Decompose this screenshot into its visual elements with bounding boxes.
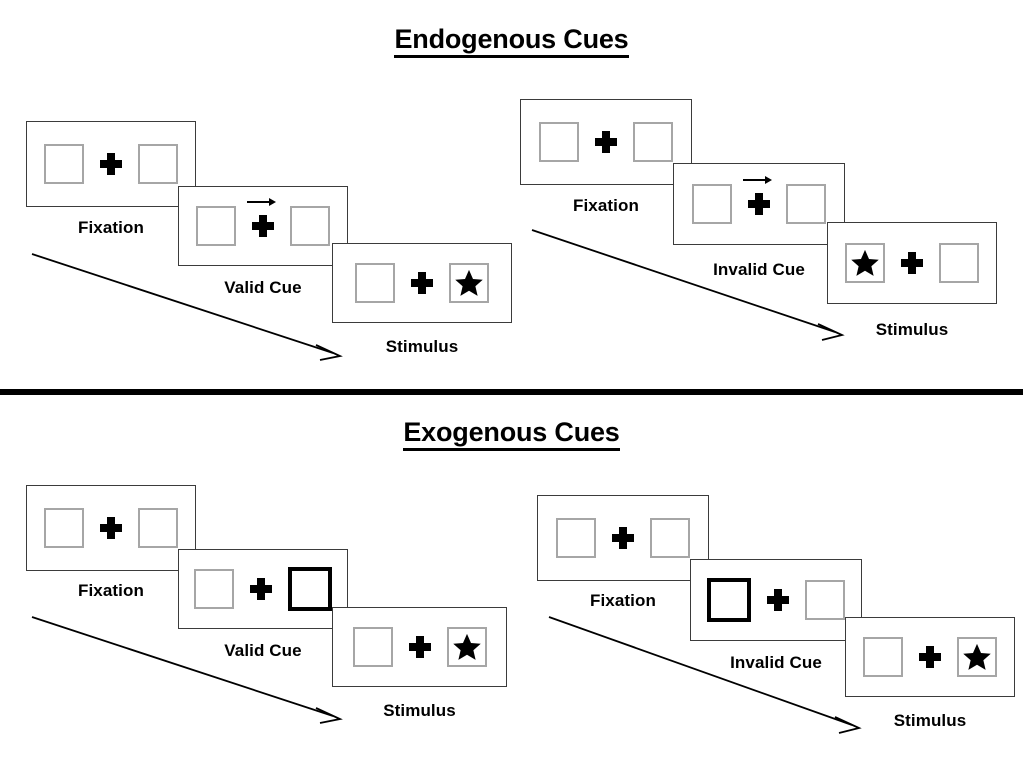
section-title-text: Exogenous Cues [403, 417, 620, 451]
stim-box-left [196, 206, 236, 246]
plus-icon [748, 193, 770, 215]
stim-box-right [138, 508, 178, 548]
stim-box-right [290, 206, 330, 246]
plus-icon [100, 153, 122, 175]
panel-exogenous-invalid-fixation [537, 495, 709, 581]
panel-exogenous-invalid-stimulus [845, 617, 1015, 697]
plus-icon [767, 589, 789, 611]
panel-endogenous-valid-cue [178, 186, 348, 266]
fixation-cross-wrap [579, 131, 633, 153]
caption-endogenous-valid-stimulus: Stimulus [385, 337, 459, 356]
stim-box-left [539, 122, 579, 162]
caption-exogenous-valid-cue: Valid Cue [224, 641, 302, 660]
caption-endogenous-invalid-cue: Invalid Cue [713, 260, 805, 279]
stim-box-left-target [845, 243, 885, 283]
panel-exogenous-valid-cue [178, 549, 348, 629]
section-title-exogenous: Exogenous Cues [0, 417, 1023, 451]
plus-icon [901, 252, 923, 274]
stim-box-left [556, 518, 596, 558]
fixation-cross-wrap [84, 153, 138, 175]
stim-box-right [138, 144, 178, 184]
panel-endogenous-invalid-fixation [520, 99, 692, 185]
panel-exogenous-invalid-cue [690, 559, 862, 641]
caption-endogenous-invalid-fixation: Fixation [573, 196, 639, 215]
caption-exogenous-invalid-fixation: Fixation [590, 591, 656, 610]
panel-endogenous-valid-fixation [26, 121, 196, 207]
stim-box-left [44, 144, 84, 184]
panel-endogenous-invalid-stimulus [827, 222, 997, 304]
fixation-cross-wrap [236, 198, 290, 237]
star-icon [455, 269, 483, 296]
caption-exogenous-invalid-cue: Invalid Cue [730, 653, 822, 672]
panel-endogenous-valid-stimulus [332, 243, 512, 323]
fixation-cross-wrap [234, 578, 288, 600]
arrow-right-icon [743, 176, 772, 184]
fixation-cross-wrap [596, 527, 650, 549]
stim-box-left [194, 569, 234, 609]
stim-box-right [805, 580, 845, 620]
stim-box-right [633, 122, 673, 162]
fixation-cross-wrap [732, 176, 786, 215]
panel-exogenous-valid-stimulus [332, 607, 507, 687]
plus-icon [919, 646, 941, 668]
star-icon [452, 633, 481, 660]
plus-icon [100, 517, 122, 539]
panel-exogenous-valid-fixation [26, 485, 196, 571]
plus-icon [250, 578, 272, 600]
stim-box-right [650, 518, 690, 558]
stim-box-left [863, 637, 903, 677]
plus-icon [252, 215, 274, 237]
caption-endogenous-invalid-stimulus: Stimulus [875, 320, 949, 339]
section-title-text: Endogenous Cues [394, 24, 629, 58]
stim-box-right-target [446, 627, 487, 667]
stim-box-right [786, 184, 826, 224]
stim-box-left [355, 263, 395, 303]
stim-box-left [352, 627, 393, 667]
star-icon [963, 643, 991, 670]
star-icon [851, 249, 879, 276]
fixation-cross-wrap [751, 589, 805, 611]
stim-box-left-cued [707, 578, 751, 622]
plus-icon [595, 131, 617, 153]
fixation-cross-wrap [393, 636, 447, 658]
section-title-endogenous: Endogenous Cues [0, 24, 1023, 58]
fixation-cross-wrap [395, 272, 449, 294]
stim-box-left [44, 508, 84, 548]
caption-exogenous-valid-fixation: Fixation [78, 581, 144, 600]
stim-box-right [939, 243, 979, 283]
stim-box-left [692, 184, 732, 224]
stim-box-right-target [449, 263, 489, 303]
plus-icon [612, 527, 634, 549]
caption-exogenous-valid-stimulus: Stimulus [383, 701, 456, 720]
panel-endogenous-invalid-cue [673, 163, 845, 245]
stim-box-right-target [957, 637, 997, 677]
arrow-right-icon [247, 198, 276, 206]
stim-box-right-cued [288, 567, 332, 611]
caption-endogenous-valid-fixation: Fixation [78, 218, 144, 237]
fixation-cross-wrap [903, 646, 957, 668]
caption-exogenous-invalid-stimulus: Stimulus [893, 711, 967, 730]
fixation-cross-wrap [84, 517, 138, 539]
fixation-cross-wrap [885, 252, 939, 274]
caption-endogenous-valid-cue: Valid Cue [224, 278, 302, 297]
plus-icon [411, 272, 433, 294]
plus-icon [408, 636, 431, 658]
section-divider [0, 389, 1023, 395]
